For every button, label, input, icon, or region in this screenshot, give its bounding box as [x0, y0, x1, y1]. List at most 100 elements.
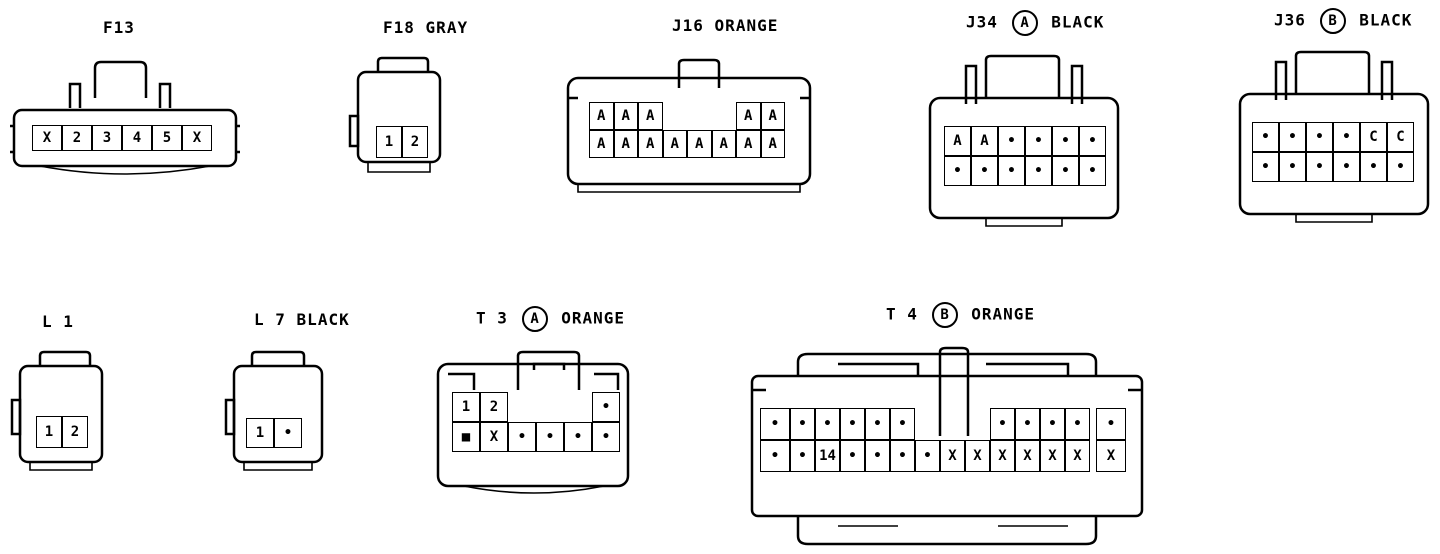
- cavity: A: [613, 102, 638, 130]
- cavity: 4: [122, 125, 152, 151]
- lock-slot: [508, 392, 536, 422]
- connector-outline: [10, 60, 240, 175]
- cavity: C: [1387, 122, 1414, 152]
- cavity: •: [944, 156, 971, 186]
- connector-color: BLACK: [1051, 12, 1105, 32]
- cavity: •: [592, 392, 620, 422]
- connector-name: F18: [383, 18, 415, 37]
- connector-t3: 1 2 • ■ X • • • •: [434, 350, 634, 500]
- cavity: •: [536, 422, 564, 452]
- cavity: A: [687, 130, 712, 158]
- cavity: •: [1065, 408, 1090, 440]
- lock-slot: [687, 102, 712, 130]
- cavity: C: [1360, 122, 1387, 152]
- cavity: A: [760, 130, 785, 158]
- lock-slot: [712, 102, 737, 130]
- cavity: •: [915, 440, 940, 472]
- connector-j16: A A A A A A A A A A A A A: [564, 58, 814, 196]
- cavity: A: [613, 130, 638, 158]
- cavity: •: [1279, 152, 1306, 182]
- cavity: •: [815, 408, 840, 440]
- cavity: 2: [62, 416, 88, 448]
- cavity: •: [1096, 408, 1126, 440]
- cavity: X: [1040, 440, 1065, 472]
- cavity-grid: • • • • • • • • • • • • • 14 • • • • X X…: [760, 408, 1126, 472]
- cavity: •: [1025, 126, 1052, 156]
- lock-slot: [564, 392, 592, 422]
- cavity: •: [790, 408, 815, 440]
- cavity: •: [1052, 156, 1079, 186]
- connector-l1: 1 2: [10, 350, 110, 474]
- connector-outline: [750, 346, 1144, 546]
- connector-title-l7: L 7 BLACK: [254, 310, 350, 329]
- connector-f18: 1 2: [348, 56, 448, 176]
- connector-outline: [348, 56, 442, 173]
- cavity: A: [662, 130, 687, 158]
- cavity: X: [990, 440, 1015, 472]
- cavity: •: [1333, 152, 1360, 182]
- cavity: A: [589, 130, 614, 158]
- connector-l7: 1 •: [224, 350, 328, 474]
- cavity: •: [1306, 152, 1333, 182]
- connector-name: F13: [103, 18, 135, 37]
- cavity: A: [736, 102, 761, 130]
- lock-slot: [663, 102, 688, 130]
- connector-title-f13: F13: [103, 18, 135, 37]
- connector-title-f18: F18 GRAY: [383, 18, 468, 37]
- cavity: 3: [92, 125, 122, 151]
- cavity-grid: 1 2: [376, 126, 428, 158]
- connector-outline: [1238, 50, 1430, 223]
- variant-badge: B: [1319, 8, 1346, 34]
- variant-badge: A: [521, 306, 548, 332]
- variant-badge: B: [931, 302, 958, 328]
- cavity-grid: A A • • • • • • • • • •: [944, 126, 1106, 186]
- connector-color: ORANGE: [714, 16, 779, 35]
- cavity: •: [1279, 122, 1306, 152]
- cavity: 2: [480, 392, 508, 422]
- cavity: 1: [36, 416, 62, 448]
- cavity: 2: [402, 126, 428, 158]
- cavity: A: [589, 102, 614, 130]
- cavity: A: [736, 130, 761, 158]
- cavity: •: [592, 422, 620, 452]
- connector-title-j34: J34 A BLACK: [966, 10, 1104, 36]
- connector-color: ORANGE: [561, 308, 625, 328]
- connector-title-j16: J16 ORANGE: [672, 16, 778, 35]
- lock-slot: [940, 408, 965, 440]
- cavity: •: [971, 156, 998, 186]
- cavity: X: [1096, 440, 1126, 472]
- cavity: A: [971, 126, 998, 156]
- connector-color: BLACK: [296, 310, 350, 329]
- cavity: 1: [246, 418, 274, 448]
- connector-name: J34: [966, 12, 998, 32]
- cavity: •: [998, 126, 1025, 156]
- connector-name: L 7: [254, 310, 286, 329]
- cavity: •: [1025, 156, 1052, 186]
- connector-title-t4: T 4 B ORANGE: [886, 302, 1035, 328]
- connector-name: J16: [672, 16, 704, 35]
- cavity: A: [944, 126, 971, 156]
- cavity-grid: X 2 3 4 5 X: [32, 125, 212, 151]
- cavity: 14: [815, 440, 840, 472]
- cavity: •: [1306, 122, 1333, 152]
- lock-slot: [965, 408, 990, 440]
- cavity: •: [1252, 152, 1279, 182]
- cavity: A: [711, 130, 736, 158]
- connector-title-j36: J36 B BLACK: [1274, 8, 1412, 34]
- cavity: •: [890, 408, 915, 440]
- cavity-grid: 1 2 • ■ X • • • •: [452, 392, 620, 452]
- cavity: A: [760, 102, 785, 130]
- cavity: •: [840, 440, 865, 472]
- connector-f13: X 2 3 4 5 X: [10, 60, 240, 180]
- cavity: ■: [452, 422, 480, 452]
- cavity: •: [1052, 126, 1079, 156]
- cavity: •: [760, 440, 790, 472]
- cavity-grid: A A A A A A A A A A A A A: [589, 102, 785, 158]
- cavity: •: [1360, 152, 1387, 182]
- cavity: •: [998, 156, 1025, 186]
- connector-outline: [566, 58, 812, 193]
- cavity: •: [865, 440, 890, 472]
- cavity: •: [890, 440, 915, 472]
- cavity: 1: [376, 126, 402, 158]
- cavity: •: [508, 422, 536, 452]
